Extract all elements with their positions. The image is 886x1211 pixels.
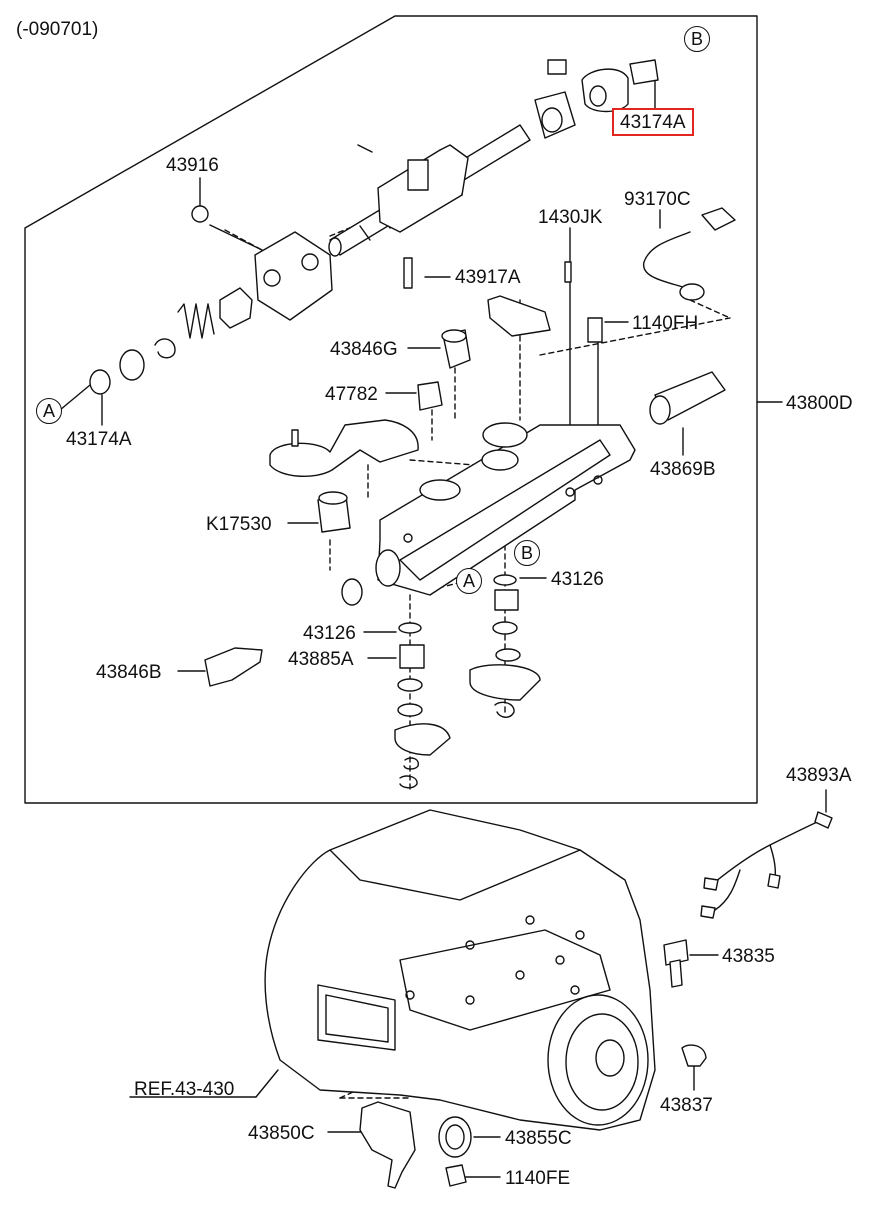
part-label-43837[interactable]: 43837 xyxy=(660,1095,713,1116)
spring-seal-stack xyxy=(89,287,253,395)
marker-b-mid: B xyxy=(514,540,540,566)
part-label-43174a-highlighted[interactable]: 43174A xyxy=(612,108,694,136)
part-label-43174a-left[interactable]: 43174A xyxy=(66,429,132,450)
transmission-case xyxy=(264,809,656,1131)
part-label-43800d[interactable]: 43800D xyxy=(786,393,853,414)
part-label-43885a[interactable]: 43885A xyxy=(288,649,354,670)
part-label-43126-left[interactable]: 43126 xyxy=(303,623,356,644)
marker-b-top: B xyxy=(684,26,710,52)
part-label-1140fh[interactable]: 1140FH xyxy=(632,313,699,334)
part-label-1430jk[interactable]: 1430JK xyxy=(538,207,603,228)
shift-lever-block xyxy=(357,144,469,233)
part-label-47782[interactable]: 47782 xyxy=(325,384,378,405)
part-label-93170c[interactable]: 93170C xyxy=(624,189,691,210)
part-label-43855c[interactable]: 43855C xyxy=(505,1128,572,1149)
part-label-43850c[interactable]: 43850C xyxy=(248,1123,315,1144)
part-label-43835[interactable]: 43835 xyxy=(722,946,775,967)
sensor-wire xyxy=(643,207,736,301)
part-label-43869b[interactable]: 43869B xyxy=(650,459,716,480)
part-label-43846b[interactable]: 43846B xyxy=(96,662,162,683)
exploded-view-frame xyxy=(24,15,758,804)
diagram-code: (-090701) xyxy=(16,19,99,40)
reference-label[interactable]: REF.43-430 xyxy=(134,1079,235,1100)
marker-a-left: A xyxy=(36,398,62,424)
part-label-43126-right[interactable]: 43126 xyxy=(551,569,604,590)
part-label-43916[interactable]: 43916 xyxy=(166,155,219,176)
part-label-k17530[interactable]: K17530 xyxy=(206,514,272,535)
part-label-43846g[interactable]: 43846G xyxy=(330,339,398,360)
part-label-1140fe[interactable]: 1140FE xyxy=(505,1168,571,1189)
switch-43846g xyxy=(441,329,471,369)
part-label-43893a[interactable]: 43893A xyxy=(786,765,852,786)
part-label-43917a[interactable]: 43917A xyxy=(455,267,521,288)
shaft-end-parts xyxy=(534,59,659,139)
shift-housing xyxy=(375,422,636,596)
wiring-harness xyxy=(700,811,833,919)
sensor-43869b xyxy=(649,371,726,425)
bolt-43835 xyxy=(663,939,689,988)
select-lever xyxy=(269,419,419,478)
shaft-bracket xyxy=(191,205,333,321)
marker-a-mid: A xyxy=(456,568,482,594)
